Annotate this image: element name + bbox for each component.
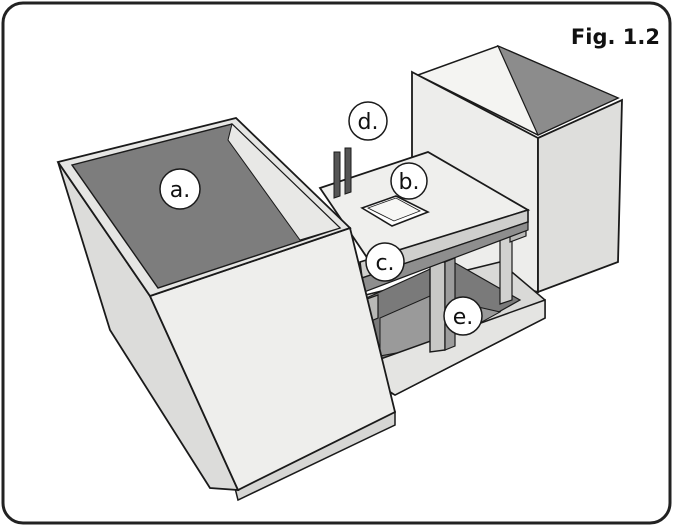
deck-cutout-inner [366,197,421,222]
callout-b-label: b. [399,170,420,195]
callout-c: c. [365,242,405,282]
center-platform [318,147,546,396]
pipe-right [344,147,352,195]
callout-e: e. [443,296,483,336]
right-tank-side-face [537,98,623,294]
callout-b: b. [390,162,428,200]
callout-d-label: d. [358,110,379,135]
rear-support-post [499,235,513,305]
pipe-left [333,151,341,199]
left-tank [56,117,397,502]
right-tank-interior-shadow [496,44,620,136]
figure-label: Fig. 1.2 [571,25,660,49]
callout-e-label: e. [453,305,474,330]
callout-c-label: c. [375,251,394,276]
callout-d: d. [348,101,388,141]
callout-a: a. [159,168,201,210]
left-tank-interior-wall [227,123,341,241]
support-post-front [429,261,446,353]
callout-a-label: a. [170,178,190,203]
